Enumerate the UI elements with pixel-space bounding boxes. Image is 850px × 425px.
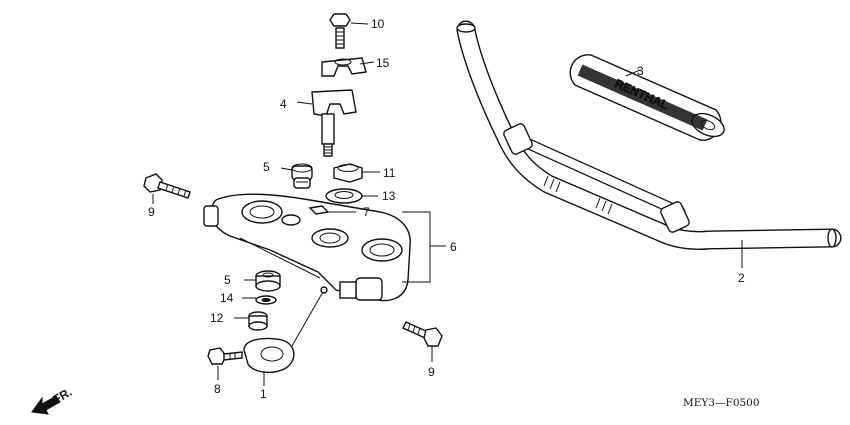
callout-8: 8 (214, 382, 221, 396)
callout-5-lower: 5 (224, 273, 231, 287)
knurl-marks (543, 175, 613, 215)
callout-4: 4 (280, 97, 287, 111)
stem-nut (333, 163, 363, 183)
stem-washer (325, 188, 363, 204)
callout-14: 14 (220, 291, 234, 305)
lower-rubber (255, 270, 281, 292)
callout-9-left: 9 (148, 205, 155, 219)
cable-clamp (243, 337, 295, 374)
front-direction-arrow: FR. (31, 385, 74, 415)
callout-15: 15 (376, 56, 390, 70)
callout-13: 13 (382, 189, 396, 203)
holder-bolt (329, 13, 351, 49)
leader-lines (152, 22, 743, 386)
callout-1: 1 (260, 387, 267, 401)
top-bridge (203, 193, 411, 302)
callout-3: 3 (637, 64, 644, 78)
lower-washer (255, 295, 277, 305)
clamp-bolt (207, 347, 243, 365)
left-bridge-bolt (143, 173, 191, 199)
callout-2: 2 (738, 271, 745, 285)
crossbar-pad: RENTHAL (569, 54, 725, 141)
callout-labels: 10 15 3 4 5 11 9 13 7 6 5 14 12 2 9 8 1 (148, 17, 745, 401)
callout-11: 11 (383, 166, 396, 180)
upper-holder-cap (321, 57, 367, 77)
callout-5-upper: 5 (263, 160, 270, 174)
right-bridge-bolt (402, 321, 443, 347)
lower-collar (248, 311, 268, 331)
callout-6: 6 (450, 240, 457, 254)
callout-10: 10 (371, 17, 385, 31)
handlebar (456, 20, 842, 250)
callout-9-right: 9 (428, 365, 435, 379)
upper-rubber (291, 163, 313, 189)
lower-holder (311, 89, 357, 157)
callout-12: 12 (210, 311, 224, 325)
callout-7: 7 (363, 205, 370, 219)
figure-code: MEY3—F0500 (683, 397, 760, 409)
